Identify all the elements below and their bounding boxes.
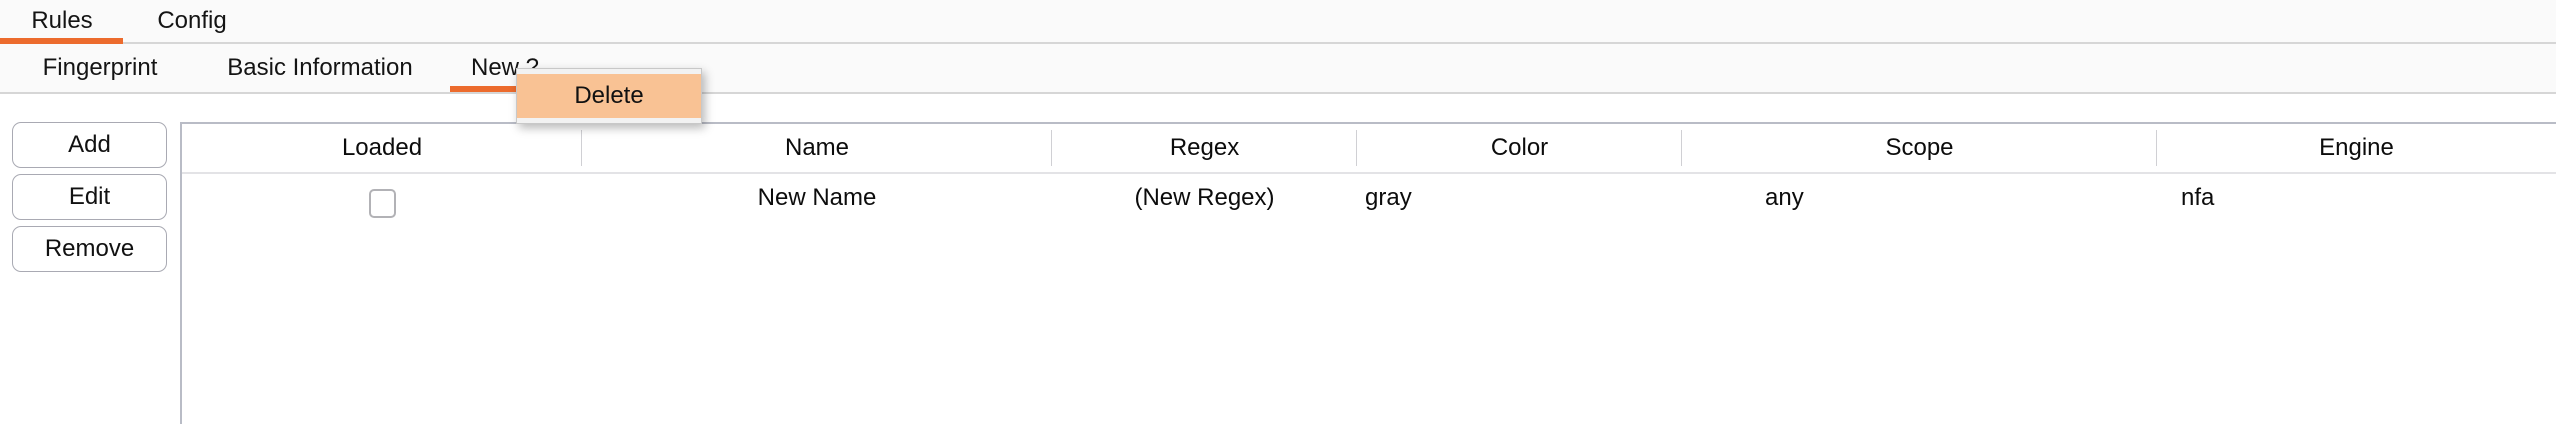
column-header-engine[interactable]: Engine [2319,134,2394,161]
add-button[interactable]: Add [12,122,167,168]
column-divider[interactable] [1051,130,1052,166]
rules-table: Loaded Name Regex Color Scope Engine New… [180,122,2556,424]
table-body: New Name (New Regex) gray any nfa [182,174,2556,424]
context-menu: Delete [516,68,702,124]
side-button-column: Add Edit Remove [0,122,180,278]
column-divider[interactable] [1681,130,1682,166]
column-header-loaded[interactable]: Loaded [182,124,582,172]
column-divider[interactable] [581,130,582,166]
column-divider[interactable] [1356,130,1357,166]
loaded-checkbox[interactable] [368,188,396,218]
column-header-name[interactable]: Name [582,124,1052,172]
tab-rules[interactable]: Rules [31,7,93,34]
secondary-tab-bar: Fingerprint Basic Information New ? [0,44,2556,94]
cell-scope: any [1765,184,1804,211]
column-header-color[interactable]: Color [1357,124,1682,172]
tab-basic-information[interactable]: Basic Information [227,54,413,81]
column-divider[interactable] [2156,130,2157,166]
active-tab-indicator-rules [0,38,123,44]
cell-engine: nfa [2181,184,2215,211]
cell-loaded[interactable] [182,174,582,222]
cell-name: New Name [757,184,877,211]
tab-config[interactable]: Config [157,7,227,34]
cell-color: gray [1365,184,1412,211]
column-header-regex[interactable]: Regex [1052,124,1357,172]
edit-button[interactable]: Edit [12,174,167,220]
cell-regex: (New Regex) [1134,184,1275,211]
menu-item-delete[interactable]: Delete [517,74,701,118]
active-tab-indicator-new [450,86,560,92]
primary-tab-bar: Rules Config [0,0,2556,44]
tab-fingerprint[interactable]: Fingerprint [42,54,158,81]
column-header-scope[interactable]: Scope [1682,124,2157,172]
table-header-row: Loaded Name Regex Color Scope Engine [182,124,2556,174]
remove-button[interactable]: Remove [12,226,167,272]
table-row[interactable]: New Name (New Regex) gray any nfa [182,174,2556,222]
